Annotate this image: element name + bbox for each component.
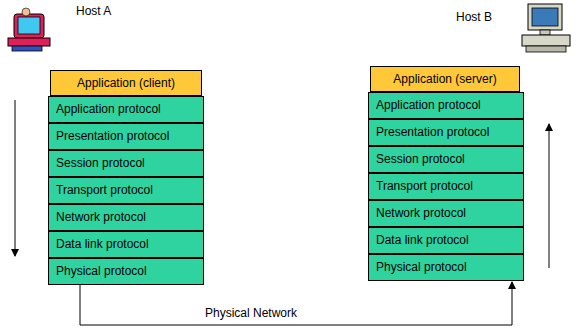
protocol-layer: Transport protocol xyxy=(368,173,524,200)
node-text: Application (client) xyxy=(51,71,201,95)
node-text: Application (server) xyxy=(371,67,519,91)
protocol-layer: Application protocol xyxy=(368,92,524,119)
protocol-layer: Session protocol xyxy=(48,150,204,177)
protocol-layer: Transport protocol xyxy=(48,177,204,204)
node-text: Network protocol xyxy=(56,205,203,230)
up-arrow xyxy=(549,124,550,268)
protocol-layer: Data link protocol xyxy=(48,231,204,258)
protocol-layer: Presentation protocol xyxy=(48,123,204,150)
computer-icon xyxy=(522,4,570,52)
node-text: Network protocol xyxy=(376,201,523,226)
node-text: Session protocol xyxy=(376,147,523,172)
application-box: Application (server) xyxy=(370,66,520,92)
protocol-layer: Network protocol xyxy=(368,200,524,227)
node-text: Application protocol xyxy=(56,97,203,122)
protocol-layer: Session protocol xyxy=(368,146,524,173)
protocol-layer: Application protocol xyxy=(48,96,204,123)
node-text: Transport protocol xyxy=(376,174,523,199)
node-text: Session protocol xyxy=(56,151,203,176)
node-text: Transport protocol xyxy=(56,178,203,203)
node-text: Presentation protocol xyxy=(56,124,203,149)
network-link xyxy=(80,282,512,325)
node-text: Application protocol xyxy=(376,93,523,118)
protocol-layer: Physical protocol xyxy=(48,258,204,285)
node-text: Data link protocol xyxy=(56,232,203,257)
application-box: Application (client) xyxy=(50,70,202,96)
down-arrow xyxy=(15,100,16,256)
network-label: Physical Network xyxy=(205,306,297,320)
computer-icon xyxy=(8,8,50,51)
node-text: Physical protocol xyxy=(376,255,523,280)
protocol-layer: Presentation protocol xyxy=(368,119,524,146)
protocol-layer: Network protocol xyxy=(48,204,204,231)
protocol-layer: Physical protocol xyxy=(368,254,524,281)
host-label: Host A xyxy=(76,4,111,18)
node-text: Physical protocol xyxy=(56,259,203,284)
node-text: Data link protocol xyxy=(376,228,523,253)
protocol-layer: Data link protocol xyxy=(368,227,524,254)
host-label: Host B xyxy=(456,10,492,24)
node-text: Presentation protocol xyxy=(376,120,523,145)
